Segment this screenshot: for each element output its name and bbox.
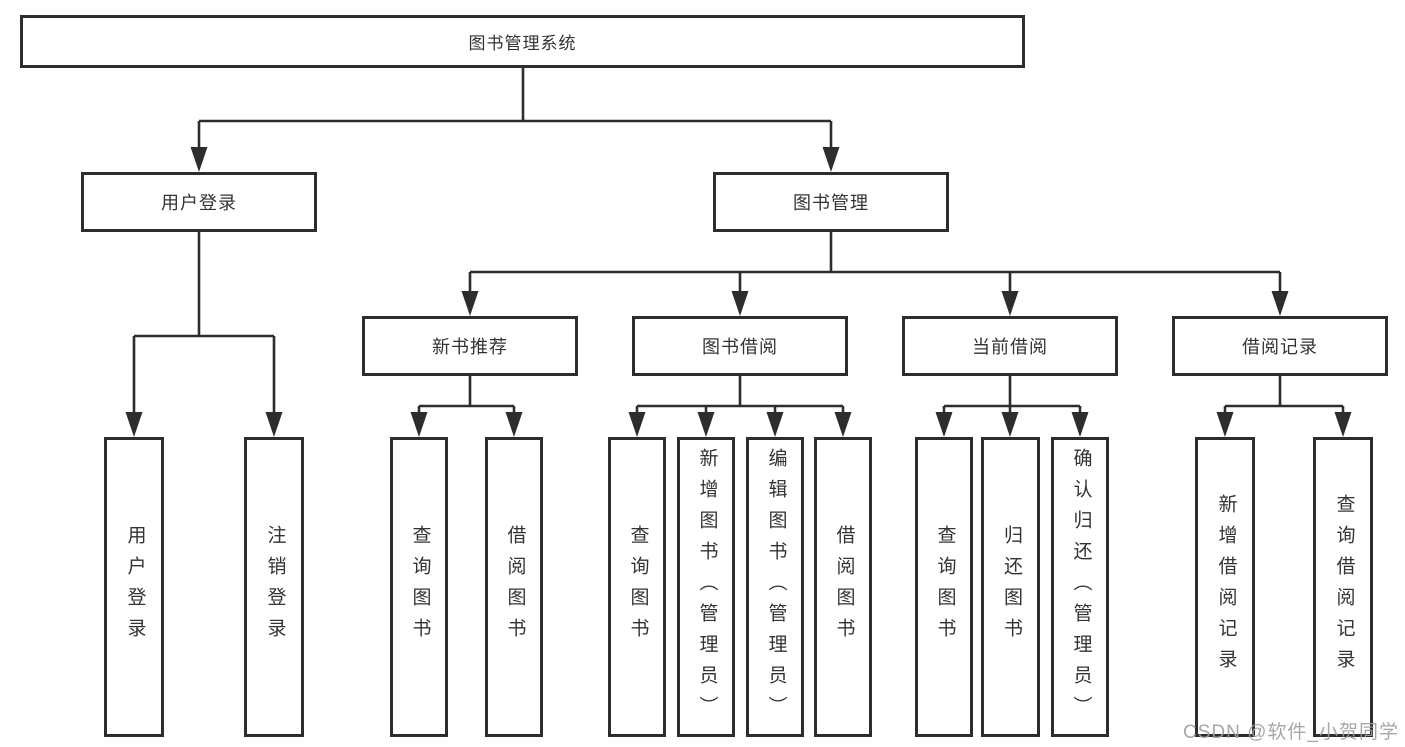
connector-borrowrecords-to-leaves [1216, 376, 1352, 437]
connector-bookmgmt-to-level3 [461, 232, 1289, 316]
leaf-borrow-books-borrow: 借阅图书 [814, 437, 872, 737]
leaf-return-book-label: 归还图书 [1000, 525, 1022, 649]
node-book-borrow-label: 图书借阅 [702, 337, 778, 357]
arrowhead-down-icon [190, 147, 208, 172]
arrowhead-down-icon [505, 412, 523, 437]
connector-currentborrow-to-leaves [935, 376, 1089, 437]
node-book-management: 图书管理 [713, 172, 949, 232]
leaf-user-login-label: 用户登录 [124, 525, 146, 649]
leaf-confirm-return-admin: 确认归还（管理员） [1051, 437, 1109, 737]
leaf-confirm-return-admin-label: 确认归还（管理员） [1070, 447, 1092, 727]
node-root: 图书管理系统 [20, 15, 1025, 68]
arrowhead-down-icon [628, 412, 646, 437]
leaf-query-books-recommend-label: 查询图书 [409, 525, 431, 649]
leaf-add-book-admin-label: 新增图书（管理员） [696, 447, 718, 727]
arrowhead-down-icon [125, 412, 143, 437]
node-book-management-label: 图书管理 [793, 193, 869, 213]
arrowhead-down-icon [461, 291, 479, 316]
arrowhead-down-icon [1216, 412, 1234, 437]
leaf-borrow-books-recommend-label: 借阅图书 [504, 525, 526, 649]
arrowhead-down-icon [731, 291, 749, 316]
arrowhead-down-icon [1001, 412, 1019, 437]
node-borrow-records: 借阅记录 [1172, 316, 1388, 376]
connector-userlogin-to-leaves [125, 232, 283, 437]
node-user-login: 用户登录 [81, 172, 317, 232]
leaf-add-book-admin: 新增图书（管理员） [677, 437, 735, 737]
arrowhead-down-icon [766, 412, 784, 437]
arrowhead-down-icon [697, 412, 715, 437]
watermark-text: CSDN @软件_小贺同学 [1183, 722, 1399, 743]
leaf-query-books-current-label: 查询图书 [934, 525, 956, 649]
leaf-borrow-books-recommend: 借阅图书 [485, 437, 543, 737]
arrowhead-down-icon [822, 147, 840, 172]
connector-newbook-to-leaves [410, 376, 523, 437]
leaf-query-borrow-record: 查询借阅记录 [1313, 437, 1373, 737]
arrowhead-down-icon [935, 412, 953, 437]
arrowhead-down-icon [1071, 412, 1089, 437]
arrowhead-down-icon [265, 412, 283, 437]
leaf-edit-book-admin-label: 编辑图书（管理员） [765, 447, 787, 727]
node-current-borrow-label: 当前借阅 [972, 337, 1048, 357]
node-new-book-recommend-label: 新书推荐 [432, 337, 508, 357]
leaf-logout: 注销登录 [244, 437, 304, 737]
leaf-logout-label: 注销登录 [264, 525, 286, 649]
node-new-book-recommend: 新书推荐 [362, 316, 578, 376]
leaf-return-book: 归还图书 [981, 437, 1040, 737]
connector-root-to-level2 [190, 68, 840, 172]
node-user-login-label: 用户登录 [161, 193, 237, 213]
leaf-add-borrow-record: 新增借阅记录 [1195, 437, 1255, 737]
node-borrow-records-label: 借阅记录 [1242, 337, 1318, 357]
connector-bookborrow-to-leaves [628, 376, 852, 437]
node-root-label: 图书管理系统 [468, 34, 577, 53]
arrowhead-down-icon [834, 412, 852, 437]
leaf-query-borrow-record-label: 查询借阅记录 [1333, 494, 1355, 680]
leaf-edit-book-admin: 编辑图书（管理员） [746, 437, 804, 737]
leaf-query-books-current: 查询图书 [915, 437, 973, 737]
leaf-query-books-borrow-label: 查询图书 [627, 525, 649, 649]
node-current-borrow: 当前借阅 [902, 316, 1118, 376]
leaf-add-borrow-record-label: 新增借阅记录 [1215, 494, 1237, 680]
leaf-query-books-borrow: 查询图书 [608, 437, 666, 737]
node-book-borrow: 图书借阅 [632, 316, 848, 376]
leaf-query-books-recommend: 查询图书 [390, 437, 448, 737]
leaf-user-login: 用户登录 [104, 437, 164, 737]
leaf-borrow-books-borrow-label: 借阅图书 [833, 525, 855, 649]
arrowhead-down-icon [1001, 291, 1019, 316]
arrowhead-down-icon [1334, 412, 1352, 437]
arrowhead-down-icon [1271, 291, 1289, 316]
arrowhead-down-icon [410, 412, 428, 437]
